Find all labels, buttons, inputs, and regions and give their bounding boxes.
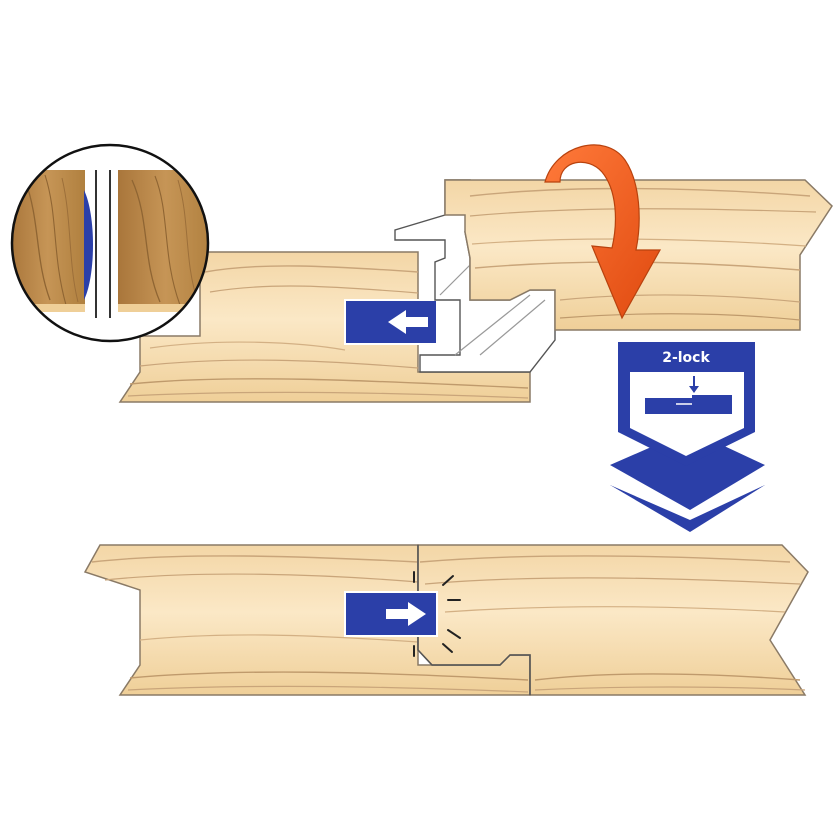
arrow-down-icon xyxy=(689,386,699,393)
zoom-detail-circle xyxy=(10,143,210,343)
arrow-right-icon xyxy=(386,602,426,626)
bottom-left-board xyxy=(83,544,531,696)
badge-label: 2-lock xyxy=(662,350,710,366)
curved-rotate-down-arrow xyxy=(544,144,662,320)
joint-line xyxy=(417,545,531,695)
lock-insert-engaged xyxy=(344,591,438,637)
lock-insert-open xyxy=(344,299,438,345)
two-lock-badge: 2-lock xyxy=(610,342,765,532)
bottom-right-board xyxy=(417,544,809,696)
arrow-left-icon xyxy=(388,310,428,334)
click-lines-icon xyxy=(413,571,461,657)
